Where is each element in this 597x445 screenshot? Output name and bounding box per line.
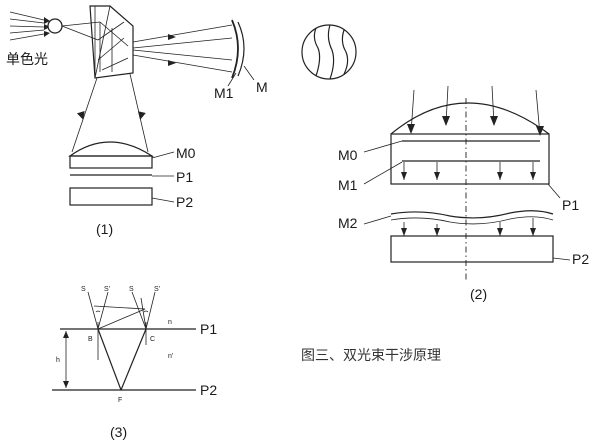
label-p1: P1 xyxy=(176,169,193,185)
plate-p2-fig2 xyxy=(390,235,554,263)
fig2-label-m1: M1 xyxy=(338,177,358,193)
figure-caption: 图三、双光束干涉原理 xyxy=(301,348,441,364)
fig2-label-m0: M0 xyxy=(338,147,358,163)
prism-rays xyxy=(61,21,129,72)
m2-wavefront xyxy=(390,210,554,219)
label-b: B xyxy=(88,336,93,343)
figure-1 xyxy=(9,5,255,206)
label-c: C xyxy=(150,336,155,343)
rays-to-mirror xyxy=(132,24,233,73)
label-n: n xyxy=(168,319,172,326)
label-p2: P2 xyxy=(176,194,193,210)
incoming-rays-fig3 xyxy=(87,291,156,330)
source-label: 单色光 xyxy=(6,51,48,68)
label-n-prime: n' xyxy=(168,353,173,360)
point-source xyxy=(47,18,63,34)
label-m0: M0 xyxy=(176,145,196,161)
label-f: F xyxy=(118,397,122,404)
mirror-m1 xyxy=(231,19,245,79)
lower-rays xyxy=(401,218,536,236)
label-h: h xyxy=(56,357,60,364)
figure-2 xyxy=(363,85,571,280)
fringe-pattern xyxy=(301,24,357,80)
plate-p2 xyxy=(69,187,153,206)
label-s-prime-left: S' xyxy=(104,286,110,293)
fig3-label-p1: P1 xyxy=(200,321,217,337)
lens-m0 xyxy=(68,141,155,169)
lens-block xyxy=(390,133,550,185)
inner-rays xyxy=(401,162,536,180)
light-arrows xyxy=(9,11,50,41)
label-s-right: S xyxy=(129,286,134,293)
fig3-label-p2: P2 xyxy=(200,382,217,398)
label-m: M xyxy=(256,79,268,95)
figure-2-number: (2) xyxy=(470,286,487,302)
lens-curve xyxy=(390,102,550,135)
fig2-label-m2: M2 xyxy=(338,215,358,231)
label-s-prime-right: S' xyxy=(154,286,160,293)
figure-3 xyxy=(52,291,196,391)
label-s-left: S xyxy=(81,286,86,293)
figure-1-number: (1) xyxy=(96,221,113,237)
ray-b-to-f xyxy=(97,328,122,391)
label-m1: M1 xyxy=(214,85,234,101)
fig2-label-p1: P1 xyxy=(562,197,579,213)
beam-splitter-prism xyxy=(89,5,134,79)
figure-3-number: (3) xyxy=(110,424,127,440)
rays-to-lens xyxy=(71,73,149,153)
fig2-label-p2: P2 xyxy=(572,251,589,267)
ray-c-to-f xyxy=(120,328,147,391)
